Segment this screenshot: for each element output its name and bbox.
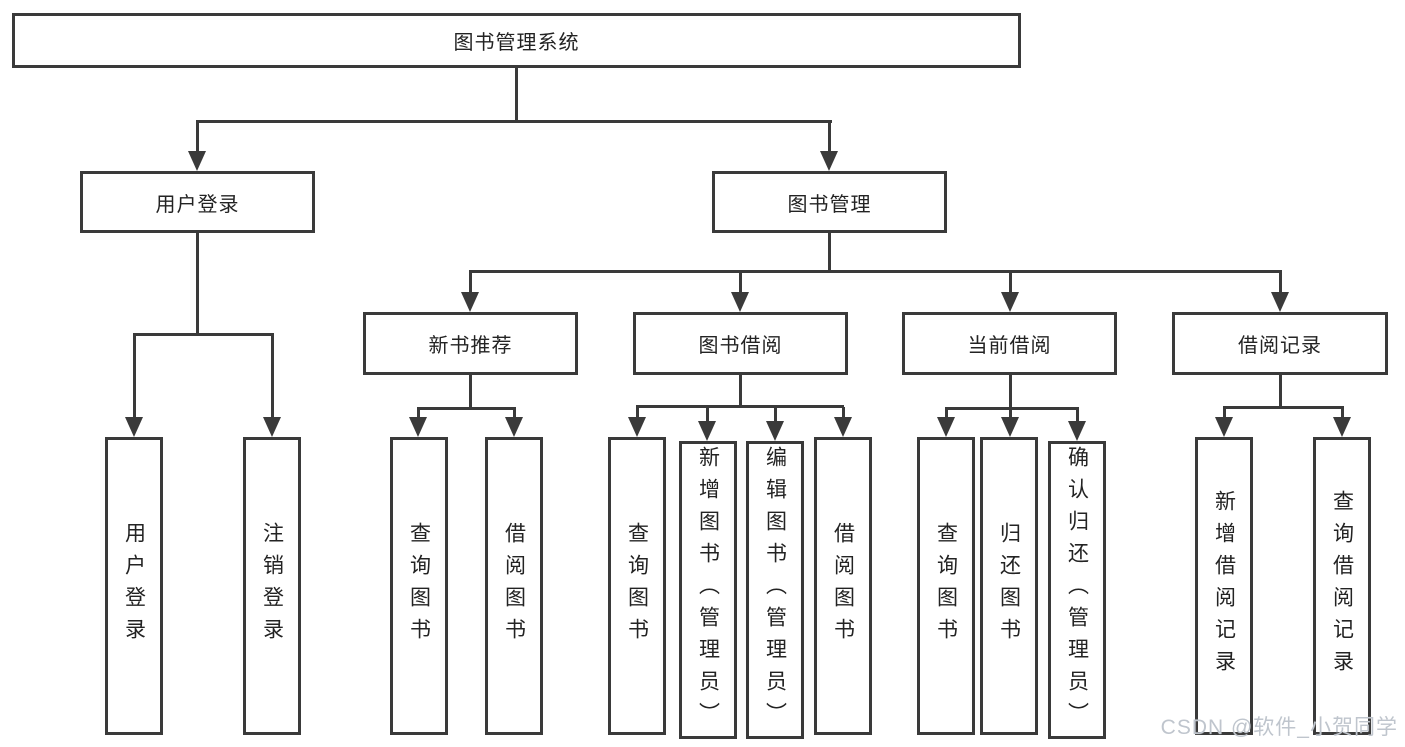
connector-newrec-rail [417, 407, 516, 410]
arrow-to-current-borrow [1001, 272, 1019, 312]
arrow-newrec-borrow [505, 409, 523, 437]
leaf-records-query-record: 查询借阅记录 [1313, 437, 1371, 735]
connector-records-rail [1223, 406, 1344, 409]
leaf-newrec-query-books: 查询图书 [390, 437, 448, 735]
node-current-borrow: 当前借阅 [902, 312, 1117, 375]
leaf-label: 用户登录 [122, 522, 146, 650]
leaf-newrec-borrow-books: 借阅图书 [485, 437, 543, 735]
leaf-label: 查询图书 [934, 522, 958, 650]
connector-management-rail [469, 270, 1282, 273]
leaf-records-add-record: 新增借阅记录 [1195, 437, 1253, 735]
node-label: 新书推荐 [428, 335, 513, 357]
node-library-management-system: 图书管理系统 [12, 13, 1021, 68]
leaf-label: 查询借阅记录 [1330, 490, 1354, 682]
arrow-to-leaf-user-login [125, 335, 143, 437]
leaf-label: 注销登录 [260, 522, 284, 650]
arrow-newrec-query [409, 409, 427, 437]
leaf-user-login: 用户登录 [105, 437, 163, 735]
arrow-to-book-management [820, 121, 838, 171]
node-book-management: 图书管理 [712, 171, 947, 233]
leaf-borrow-edit-books-admin: 编辑图书（管理员） [746, 441, 804, 739]
leaf-label: 归还图书 [997, 522, 1021, 650]
node-label: 用户登录 [155, 193, 240, 216]
arrow-borrow-add [698, 407, 716, 441]
arrow-to-borrow-records [1271, 272, 1289, 312]
leaf-current-query-books: 查询图书 [917, 437, 975, 735]
leaf-borrow-query-books: 查询图书 [608, 437, 666, 735]
arrow-borrow-query [628, 407, 646, 437]
arrow-to-leaf-logout [263, 335, 281, 437]
arrow-current-query [937, 409, 955, 437]
leaf-borrow-borrow-books: 借阅图书 [814, 437, 872, 735]
connector-records-stem [1279, 375, 1282, 409]
arrow-records-query [1333, 408, 1351, 437]
leaf-label: 借阅图书 [831, 522, 855, 650]
leaf-logout: 注销登录 [243, 437, 301, 735]
leaf-label: 编辑图书（管理员） [763, 446, 787, 734]
connector-management-stem [828, 233, 831, 273]
connector-current-stem [1009, 375, 1012, 410]
node-label: 借阅记录 [1238, 335, 1322, 357]
node-borrow-records: 借阅记录 [1172, 312, 1388, 375]
connector-login-rail [133, 333, 274, 336]
arrow-records-add [1215, 408, 1233, 437]
connector-current-rail [945, 407, 1079, 410]
connector-root-rail [196, 120, 832, 123]
leaf-label: 查询图书 [625, 522, 649, 650]
leaf-label: 新增图书（管理员） [696, 446, 720, 734]
arrow-current-confirm [1068, 409, 1086, 441]
arrow-borrow-borrow [834, 407, 852, 437]
connector-root-stem [515, 66, 518, 122]
connector-borrow-rail [636, 405, 844, 408]
arrow-to-book-borrow [731, 272, 749, 312]
leaf-label: 借阅图书 [502, 522, 526, 650]
leaf-label: 新增借阅记录 [1212, 490, 1236, 682]
leaf-borrow-add-books-admin: 新增图书（管理员） [679, 441, 737, 739]
node-user-login: 用户登录 [80, 171, 315, 233]
node-new-book-recommend: 新书推荐 [363, 312, 578, 375]
arrow-to-user-login [188, 121, 206, 171]
node-label: 图书管理 [787, 193, 872, 216]
connector-newrec-stem [469, 375, 472, 410]
arrow-borrow-edit [766, 407, 784, 441]
node-label: 当前借阅 [967, 335, 1052, 357]
leaf-current-return-books: 归还图书 [980, 437, 1038, 735]
connector-login-stem [196, 233, 199, 336]
node-label: 图书借阅 [698, 335, 783, 357]
connector-borrow-stem [739, 375, 742, 408]
leaf-label: 确认归还（管理员） [1065, 446, 1089, 734]
arrow-current-return [1001, 409, 1019, 437]
leaf-current-confirm-return-admin: 确认归还（管理员） [1048, 441, 1106, 739]
csdn-watermark: CSDN @软件_小贺同学 [1160, 716, 1398, 739]
node-book-borrow: 图书借阅 [633, 312, 848, 375]
node-label: 图书管理系统 [453, 32, 580, 54]
leaf-label: 查询图书 [407, 522, 431, 650]
arrow-to-new-book-recommend [461, 272, 479, 312]
